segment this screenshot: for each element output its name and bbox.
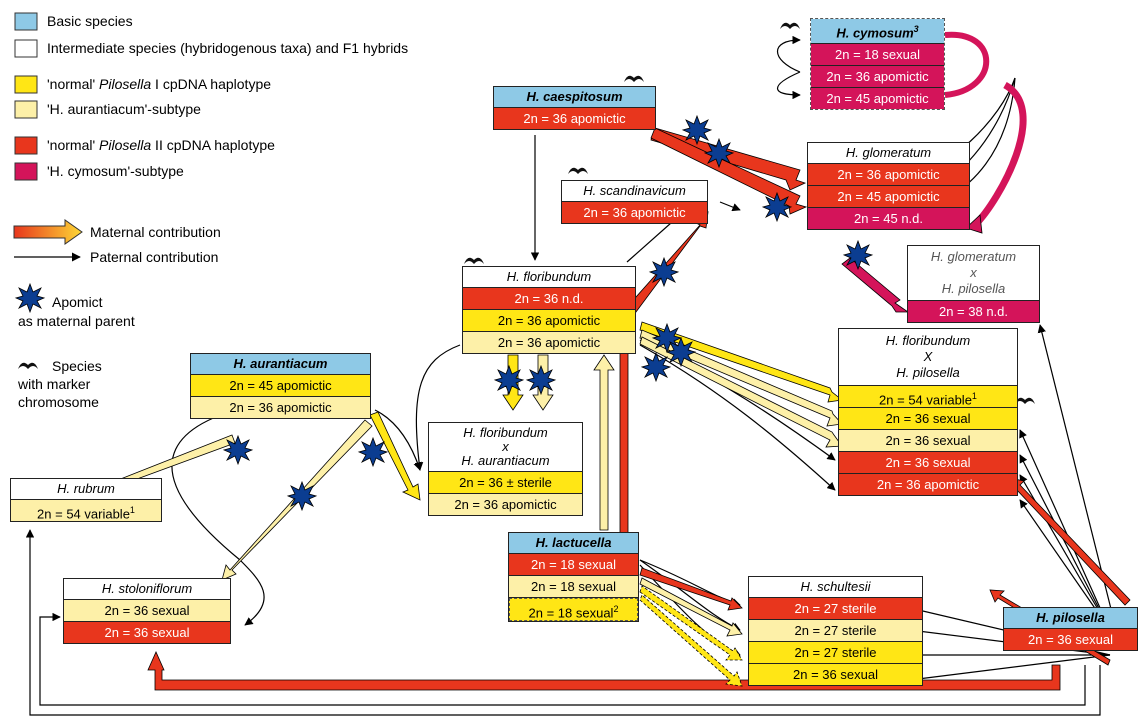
floribundum-name: H. floribundum [463,267,635,288]
stoloniflorum-name: H. stoloniflorum [64,579,230,600]
rubrum-row: 2n = 54 variable1 [11,500,161,521]
box-caespitosum: H. caespitosum 2n = 36 apomictic [493,86,656,130]
box-floribundum: H. floribundum 2n = 36 n.d. 2n = 36 apom… [462,266,636,354]
legend-cymosum-subtype: 'H. cymosum'-subtype [47,163,184,179]
box-lactucella: H. lactucella 2n = 18 sexual 2n = 18 sex… [508,532,639,622]
lactucella-row: 2n = 18 sexual [509,576,638,598]
glomeratum-row: 2n = 45 n.d. [808,208,969,229]
cymosum-row: 2n = 36 apomictic [811,66,944,89]
pilosella-name: H. pilosella [1004,608,1137,629]
floribundum-row: 2n = 36 apomictic [463,310,635,332]
glomeratum-name: H. glomeratum [808,143,969,164]
box-pilosella: H. pilosella 2n = 36 sexual [1003,607,1138,651]
flor-x-aur-row: 2n = 36 ± sterile [429,472,582,494]
glomeratum-row: 2n = 36 apomictic [808,164,969,186]
apomict-star-icon [526,365,556,395]
legend-normal1: 'normal' Pilosella I cpDNA haplotype [47,76,272,92]
legend-paternal: Paternal contribution [90,249,219,265]
aurantiacum-name: H. aurantiacum [191,354,370,375]
caespitosum-name: H. caespitosum [494,87,655,108]
legend-basic: Basic species [47,13,133,29]
legend-marker-3: chromosome [18,394,99,410]
caespitosum-row: 2n = 36 apomictic [494,108,655,129]
legend-intermediate: Intermediate species (hybridogenous taxa… [47,40,409,56]
apomict-star-icon [762,192,792,222]
lactucella-row: 2n = 18 sexual2 [509,598,638,621]
cymosum-row: 2n = 18 sexual [811,44,944,67]
apomict-star-icon [666,337,696,367]
apomict-star-icon [641,352,671,382]
schultesii-name: H. schultesii [749,577,922,598]
cymosum-name: H. cymosum3 [811,19,944,45]
legend-apomict: Apomict [52,294,103,310]
apomict-star-icon [704,138,734,168]
floribundum-row: 2n = 36 apomictic [463,332,635,353]
cymosum-row: 2n = 45 apomictic [811,88,944,110]
box-schultesii: H. schultesii 2n = 27 sterile 2n = 27 st… [748,576,923,686]
apomict-star-icon [287,481,317,511]
apomict-star-icon [843,240,873,270]
marker-chromosome-icon [568,167,588,174]
flor-x-pil-row: 2n = 36 sexual [839,430,1017,452]
stoloniflorum-row: 2n = 36 sexual [64,622,230,643]
scandinavicum-name: H. scandinavicum [562,181,707,202]
glom-x-pil-row: 2n = 38 n.d. [908,301,1039,322]
scandinavicum-row: 2n = 36 apomictic [562,202,707,223]
apomict-star-icon [15,283,45,313]
schultesii-row: 2n = 27 sterile [749,620,922,642]
floribundum-row: 2n = 36 n.d. [463,288,635,310]
apomict-star-icon [223,435,253,465]
schultesii-row: 2n = 27 sterile [749,598,922,620]
box-aurantiacum: H. aurantiacum 2n = 45 apomictic 2n = 36… [190,353,371,419]
legend-marker-2: with marker [18,376,91,392]
lactucella-row: 2n = 18 sexual [509,554,638,576]
pilosella-row: 2n = 36 sexual [1004,629,1137,650]
box-scandinavicum: H. scandinavicum 2n = 36 apomictic [561,180,708,224]
lactucella-name: H. lactucella [509,533,638,554]
flor-x-aur-row: 2n = 36 apomictic [429,494,582,515]
legend-apomict-sub: as maternal parent [18,313,135,329]
apomict-star-icon [358,437,388,467]
legend-normal2: 'normal' Pilosella II cpDNA haplotype [47,137,275,153]
legend-graphics [13,12,83,369]
schultesii-row: 2n = 36 sexual [749,664,922,685]
flor-x-pil-row: 2n = 36 apomictic [839,474,1017,495]
flor-x-pil-row: 2n = 54 variable1 [839,386,1017,408]
box-glomeratum: H. glomeratum 2n = 36 apomictic 2n = 45 … [807,142,970,230]
marker-chromosome-icon [780,22,800,29]
apomict-star-icon [649,257,679,287]
box-rubrum: H. rubrum 2n = 54 variable1 [10,478,162,522]
box-cymosum: H. cymosum3 2n = 18 sexual 2n = 36 apomi… [810,18,945,111]
flor-x-pil-row: 2n = 36 sexual [839,452,1017,474]
flor-x-pil-row: 2n = 36 sexual [839,408,1017,430]
glomeratum-row: 2n = 45 apomictic [808,186,969,208]
marker-chromosome-icon [464,257,484,264]
aurantiacum-row: 2n = 45 apomictic [191,375,370,397]
legend-aurantiacum-subtype: 'H. aurantiacum'-subtype [47,101,201,117]
aurantiacum-row: 2n = 36 apomictic [191,397,370,418]
legend-marker: Species [52,358,102,374]
apomict-star-icon [682,115,712,145]
apomict-star-icon [494,365,524,395]
stoloniflorum-row: 2n = 36 sexual [64,600,230,622]
schultesii-row: 2n = 27 sterile [749,642,922,664]
marker-chromosome-icon [1015,397,1035,404]
rubrum-name: H. rubrum [11,479,161,500]
legend-maternal: Maternal contribution [90,224,221,240]
box-stoloniflorum: H. stoloniflorum 2n = 36 sexual 2n = 36 … [63,578,231,644]
marker-chromosome-icon [624,75,644,82]
